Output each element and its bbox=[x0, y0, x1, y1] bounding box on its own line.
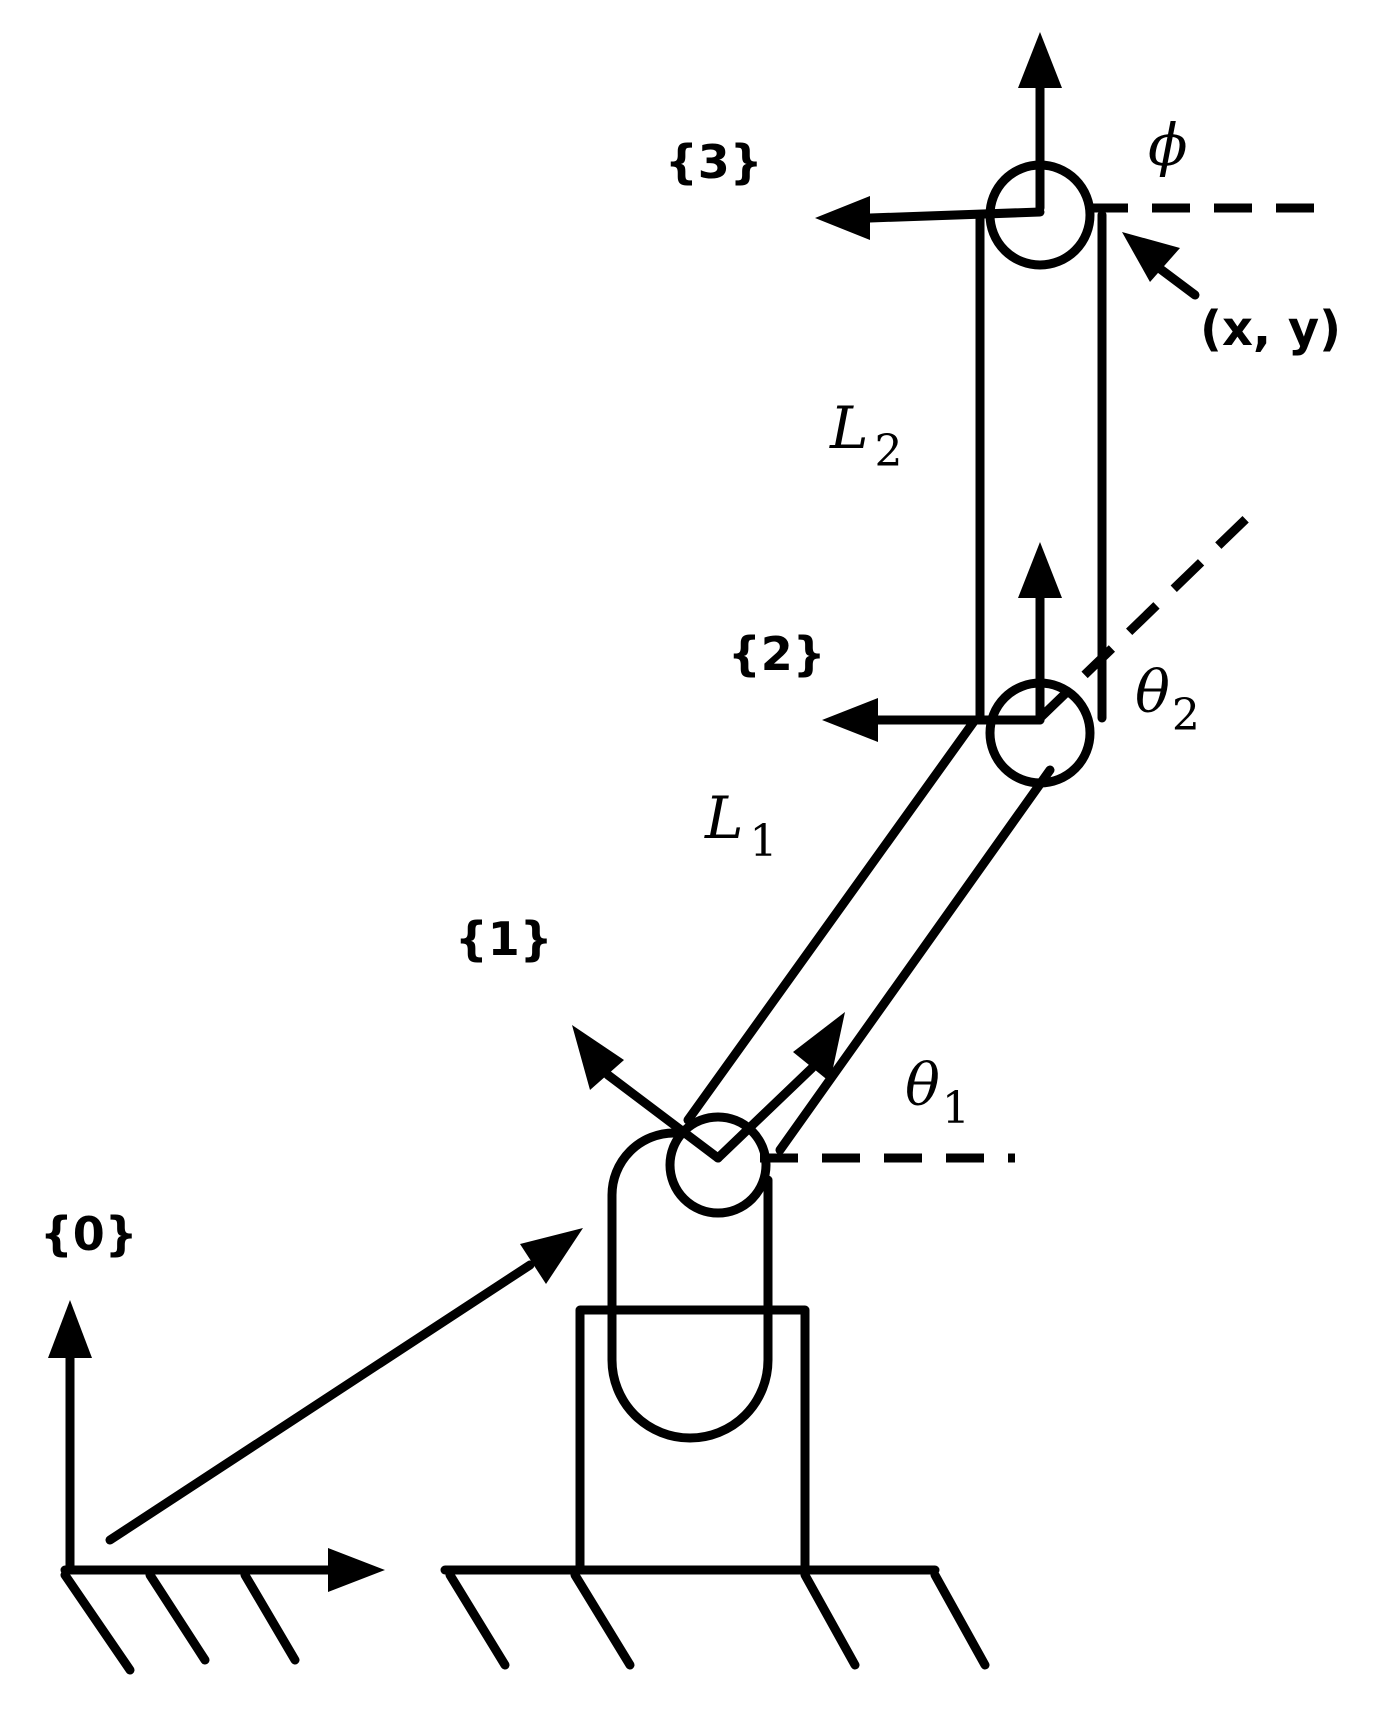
frame2-y-axis-arrow bbox=[1018, 542, 1062, 725]
frame1-label: {1} bbox=[455, 912, 553, 966]
frame0-x-axis-arrow bbox=[65, 1548, 385, 1592]
theta1-label: θ1 bbox=[905, 1051, 970, 1134]
theta2-subscript: 2 bbox=[1172, 690, 1200, 741]
frame2-x-axis-arrow bbox=[822, 698, 1045, 742]
frame1-x-axis-arrow bbox=[713, 1012, 845, 1163]
joint2-reference-dashed-line bbox=[1036, 511, 1254, 722]
frame0-label: {0} bbox=[40, 1207, 138, 1261]
phi-label: ϕ bbox=[1148, 111, 1188, 179]
link2-symbol: L bbox=[829, 394, 869, 462]
frame3-y-axis-arrow bbox=[1018, 32, 1062, 213]
robot-column bbox=[607, 1128, 773, 1443]
end-effector-position-pointer-arrow bbox=[1122, 232, 1200, 300]
base-position-vector-arrow bbox=[105, 1228, 583, 1545]
frame2-label: {2} bbox=[728, 627, 826, 681]
theta1-symbol: θ bbox=[905, 1051, 940, 1119]
frame3-label: {3} bbox=[665, 135, 763, 189]
link1-symbol: L bbox=[704, 784, 744, 852]
frame0-ground bbox=[60, 1565, 335, 1675]
end-effector-position-label: (x, y) bbox=[1200, 301, 1341, 357]
theta2-symbol: θ bbox=[1135, 658, 1170, 726]
link-1 bbox=[683, 715, 1055, 1155]
frame1-y-axis-arrow bbox=[572, 1025, 723, 1163]
frame3-x-axis-arrow bbox=[815, 196, 1045, 240]
link2-subscript: 2 bbox=[875, 426, 903, 477]
robot-base-ground bbox=[440, 1565, 990, 1670]
joint-1 bbox=[665, 1112, 771, 1218]
link1-subscript: 1 bbox=[750, 816, 778, 867]
theta1-subscript: 1 bbox=[942, 1083, 970, 1134]
robot-pedestal bbox=[575, 1305, 810, 1575]
frame0-y-axis-arrow bbox=[48, 1300, 92, 1575]
link-2 bbox=[975, 210, 1107, 723]
theta2-label: θ2 bbox=[1135, 658, 1200, 741]
